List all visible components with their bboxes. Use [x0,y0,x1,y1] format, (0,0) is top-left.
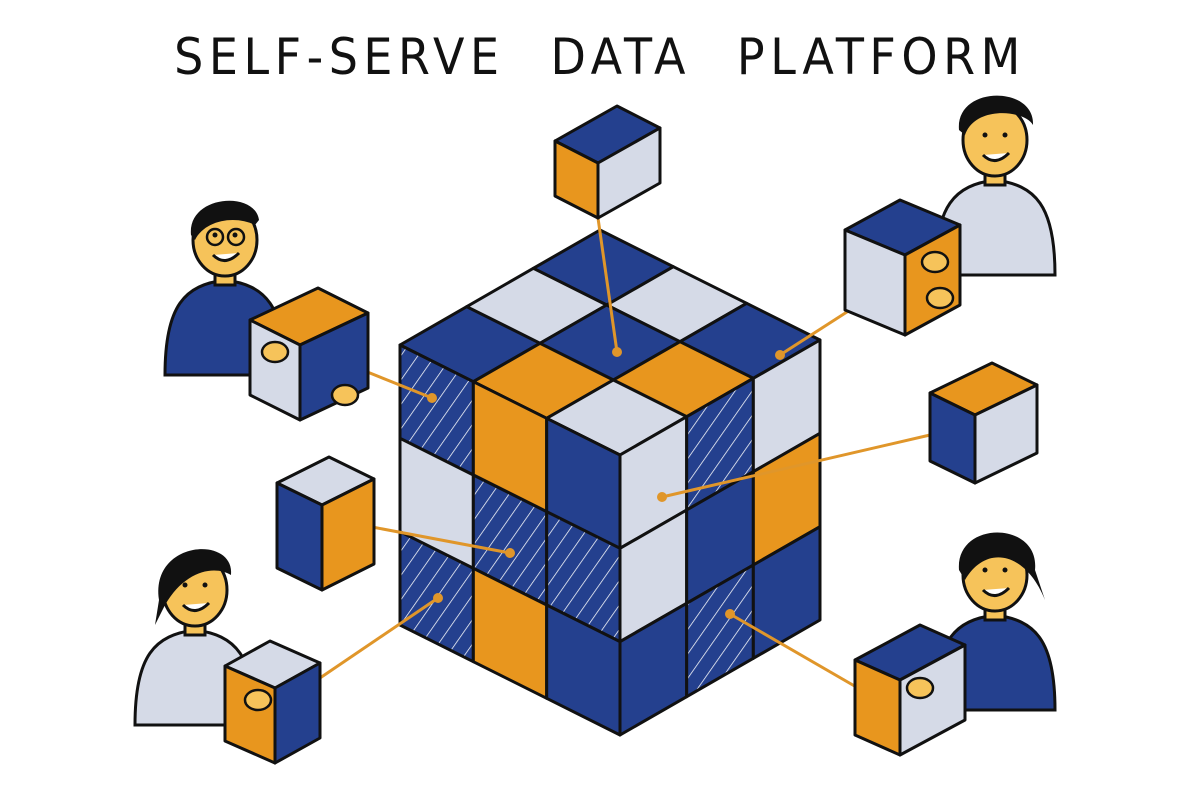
cube-held-bottom-left [223,639,322,765]
connector-line [596,217,619,353]
hand [920,250,950,274]
connector-dot [505,548,515,558]
person-smile [981,586,1011,597]
hands-group [243,250,955,712]
connector-dot [657,492,667,502]
person-eye [202,582,208,588]
glasses-icon [226,227,246,247]
person-eye [982,567,988,573]
connector-dot [433,593,443,603]
central-data-cube [398,228,822,737]
person-hair [155,549,232,625]
person-eye [182,582,188,588]
cube-right-face [973,383,1039,485]
hand [243,688,273,712]
glasses-icon [205,227,225,247]
person-eye [982,132,988,138]
hand [330,383,360,407]
person-eye [1002,132,1008,138]
cube-top [553,104,662,220]
person-eye [1002,567,1008,573]
person-top-right [933,95,1057,277]
cube-right-face [273,661,322,765]
hand [905,676,935,700]
person-smile [211,251,241,262]
person-hair [958,95,1034,135]
connector-dot [775,350,785,360]
cube-right-face [898,643,967,757]
cube-right-face [320,477,376,592]
cube-held-top-right [843,198,962,337]
connector-dot [725,609,735,619]
hand [925,286,955,310]
connector-dot [427,393,437,403]
connector-line [729,612,859,690]
connector-line [371,525,511,555]
person-eye [212,232,218,238]
cube-held-bottom-right [853,623,967,757]
person-eye [232,232,238,238]
small-cubes [223,104,1039,765]
hand [260,340,290,364]
cube-right-face [596,126,662,220]
connector-line [319,596,439,680]
cube-right-floating [928,361,1039,485]
connector-lines [319,217,931,690]
person-smile [181,601,211,612]
connector-line [661,433,931,499]
illustration-title: SELF-SERVE DATA PLATFORM [174,28,1026,86]
cube-left-floating [275,455,376,592]
person-hair [958,532,1045,600]
person-hair [190,200,259,240]
connector-dot [612,347,622,357]
person-smile [981,151,1011,162]
